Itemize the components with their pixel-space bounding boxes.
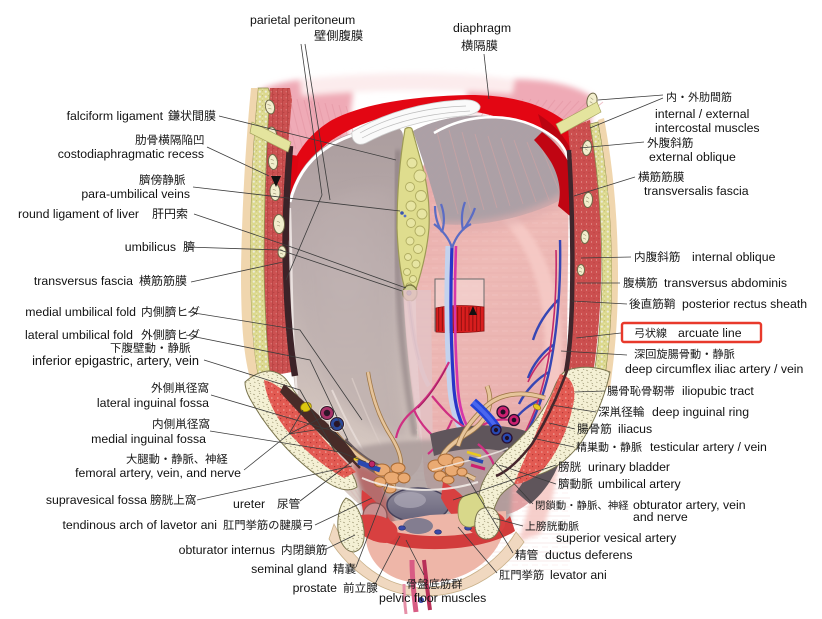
svg-text:iliacus: iliacus — [618, 422, 652, 436]
svg-text:lateral umbilical fold: lateral umbilical fold — [25, 328, 133, 342]
svg-text:costodiaphragmatic recess: costodiaphragmatic recess — [58, 147, 204, 161]
svg-text:and nerve: and nerve — [633, 510, 688, 524]
svg-text:urinary bladder: urinary bladder — [588, 460, 670, 474]
svg-text:supravesical fossa: supravesical fossa — [46, 493, 147, 507]
svg-text:pelvic floor muscles: pelvic floor muscles — [379, 591, 486, 605]
svg-text:testicular artery / vein: testicular artery / vein — [650, 440, 767, 454]
svg-text:transversus abdominis: transversus abdominis — [664, 276, 787, 290]
svg-text:internal oblique: internal oblique — [692, 250, 776, 264]
svg-text:falciform ligament: falciform ligament — [67, 109, 164, 123]
svg-text:seminal gland: seminal gland — [251, 562, 327, 576]
svg-text:umbilical artery: umbilical artery — [598, 477, 682, 491]
svg-text:transversus fascia: transversus fascia — [34, 274, 133, 288]
svg-text:obturator artery, vein: obturator artery, vein — [633, 498, 746, 512]
svg-text:femoral artery, vein, and nerv: femoral artery, vein, and nerve — [75, 466, 241, 480]
svg-text:transversalis fascia: transversalis fascia — [644, 184, 749, 198]
svg-text:deep inguinal ring: deep inguinal ring — [652, 405, 749, 419]
svg-text:arcuate line: arcuate line — [678, 326, 742, 340]
svg-text:internal / external: internal / external — [655, 107, 749, 121]
svg-text:iliopubic tract: iliopubic tract — [682, 384, 754, 398]
svg-text:prostate: prostate — [293, 581, 338, 595]
svg-text:umbilicus: umbilicus — [125, 240, 176, 254]
svg-text:diaphragm: diaphragm — [453, 21, 511, 35]
svg-text:obturator internus: obturator internus — [179, 543, 275, 557]
svg-text:medial inguinal fossa: medial inguinal fossa — [91, 432, 206, 446]
svg-text:ductus deferens: ductus deferens — [545, 548, 633, 562]
svg-text:ureter: ureter — [233, 497, 265, 511]
svg-text:levator ani: levator ani — [550, 568, 607, 582]
svg-text:superior vesical artery: superior vesical artery — [556, 531, 677, 545]
svg-text:medial umbilical fold: medial umbilical fold — [25, 305, 136, 319]
svg-text:external oblique: external oblique — [649, 150, 736, 164]
svg-text:lateral inguinal fossa: lateral inguinal fossa — [97, 396, 209, 410]
svg-text:round ligament of liver: round ligament of liver — [18, 207, 139, 221]
svg-text:posterior rectus sheath: posterior rectus sheath — [682, 297, 807, 311]
svg-text:parietal peritoneum: parietal peritoneum — [250, 13, 355, 27]
svg-text:intercostal muscles: intercostal muscles — [655, 121, 760, 135]
svg-text:inferior epigastric, artery,: inferior epigastric, artery, vein — [32, 353, 199, 368]
svg-text:tendinous arch of lavetor ani: tendinous arch of lavetor ani — [63, 518, 218, 532]
svg-text:deep circumflex iliac artery /: deep circumflex iliac artery / vein — [625, 362, 804, 376]
svg-text:para-umbilical veins: para-umbilical veins — [81, 187, 190, 201]
